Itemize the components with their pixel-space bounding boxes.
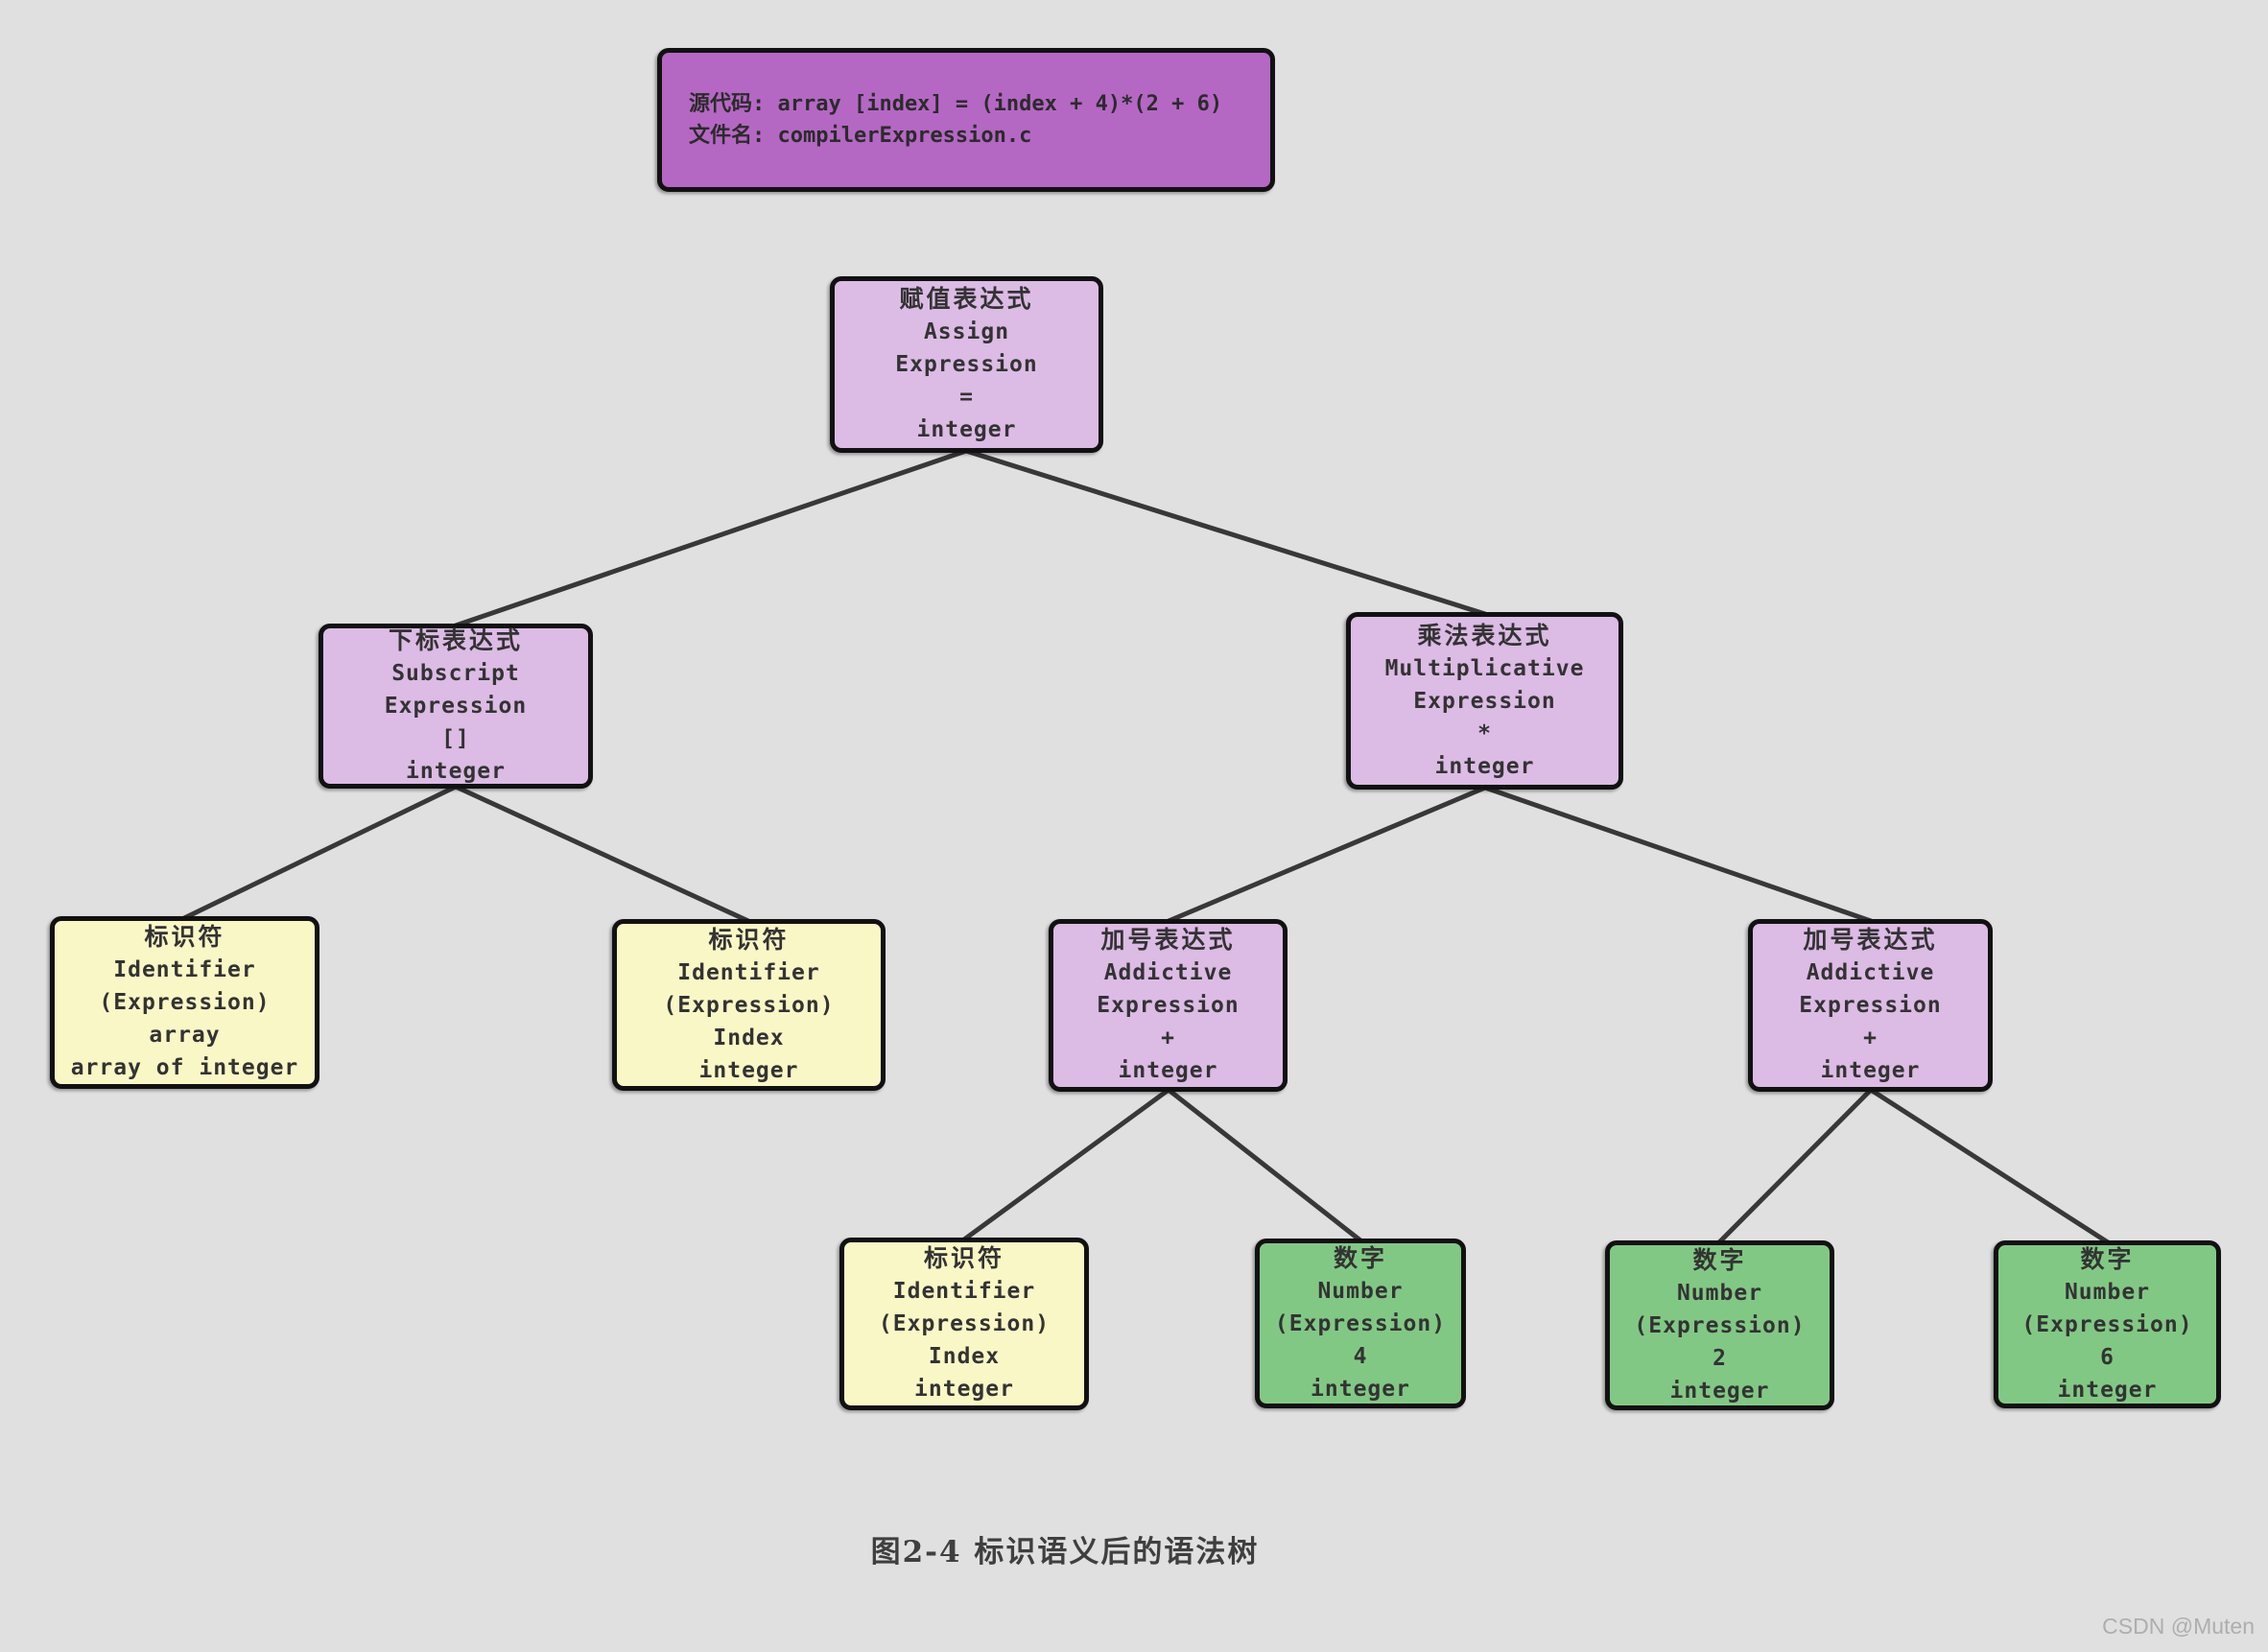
node-label-value: Index <box>928 1344 1001 1369</box>
node-identifier-index-child: 标识符 Identifier (Expression) Index intege… <box>839 1238 1089 1410</box>
node-label-kind: Expression <box>384 694 528 719</box>
node-label-value: Index <box>713 1025 785 1050</box>
node-label-datatype: integer <box>914 1377 1014 1402</box>
node-label-type: Number <box>1676 1280 1763 1306</box>
node-label-zh: 加号表达式 <box>1100 926 1236 954</box>
node-label-kind: (Expression) <box>663 992 835 1018</box>
node-label-type: Number <box>1317 1278 1404 1304</box>
node-label-zh: 数字 <box>1333 1243 1387 1272</box>
file-name-line: 文件名: compilerExpression.c <box>689 124 1032 148</box>
node-label-kind: (Expression) <box>1274 1310 1447 1336</box>
node-label-datatype: integer <box>698 1057 799 1083</box>
node-number-2: 数字 Number (Expression) 2 integer <box>1605 1240 1834 1410</box>
node-number-6: 数字 Number (Expression) 6 integer <box>1994 1240 2221 1408</box>
node-label-datatype: integer <box>1669 1378 1770 1404</box>
node-label-kind: Expression <box>1799 993 1942 1018</box>
node-label-datatype: integer <box>406 759 506 784</box>
node-label-type: Subscript <box>391 661 520 686</box>
node-label-kind: (Expression) <box>99 990 271 1015</box>
node-label-type: Identifier <box>113 957 256 982</box>
figure-caption: 图2-4 标识语义后的语法树 <box>870 1535 1260 1569</box>
node-label-datatype: integer <box>1118 1058 1218 1083</box>
node-label-operator: [] <box>441 726 470 751</box>
node-identifier-array: 标识符 Identifier (Expression) array array … <box>50 916 319 1089</box>
node-label-kind: (Expression) <box>2021 1311 2193 1337</box>
node-label-datatype: integer <box>1820 1058 1921 1083</box>
node-additive-expression-right: 加号表达式 Addictive Expression + integer <box>1748 919 1993 1092</box>
node-assign-expression: 赋值表达式 Assign Expression = integer <box>830 276 1103 453</box>
node-label-zh: 数字 <box>2080 1244 2135 1273</box>
node-label-type: Identifier <box>677 959 820 985</box>
node-label-operator: + <box>1161 1026 1175 1050</box>
node-label-type: Assign <box>923 319 1010 344</box>
node-label-datatype: integer <box>1311 1376 1410 1402</box>
node-label-operator: * <box>1477 720 1492 746</box>
node-label-kind: Expression <box>895 352 1038 377</box>
node-label-kind: (Expression) <box>1634 1312 1806 1338</box>
node-label-operator: = <box>959 385 974 410</box>
node-label-type: Addictive <box>1806 960 1935 985</box>
node-label-datatype: integer <box>916 417 1017 442</box>
node-label-datatype: integer <box>1434 753 1535 779</box>
node-label-zh: 标识符 <box>144 923 225 951</box>
watermark-text: CSDN @Muten <box>2102 1614 2255 1639</box>
node-label-kind: (Expression) <box>878 1311 1051 1336</box>
node-label-type: Number <box>2064 1279 2151 1305</box>
node-label-zh: 乘法表达式 <box>1417 621 1552 649</box>
node-label-zh: 数字 <box>1692 1245 1747 1274</box>
node-label-operator: + <box>1863 1026 1878 1050</box>
node-label-value: array <box>149 1023 221 1048</box>
source-code-box: 源代码: array [index] = (index + 4)*(2 + 6)… <box>657 48 1275 192</box>
node-label-kind: Expression <box>1097 993 1240 1018</box>
node-label-zh: 赋值表达式 <box>899 285 1034 313</box>
node-label-value: 4 <box>1353 1343 1368 1369</box>
node-label-type: Multiplicative <box>1384 655 1585 681</box>
node-label-zh: 加号表达式 <box>1803 926 1938 954</box>
node-label-kind: Expression <box>1413 688 1556 714</box>
node-multiplicative-expression: 乘法表达式 Multiplicative Expression * intege… <box>1346 612 1623 790</box>
node-label-datatype: integer <box>2057 1377 2158 1403</box>
node-label-value: 6 <box>2100 1344 2114 1370</box>
node-label-type: Addictive <box>1103 960 1233 985</box>
node-label-value: 2 <box>1713 1345 1727 1371</box>
node-label-zh: 下标表达式 <box>388 626 523 654</box>
node-label-type: Identifier <box>892 1279 1036 1304</box>
node-label-zh: 标识符 <box>923 1244 1004 1272</box>
node-number-4: 数字 Number (Expression) 4 integer <box>1255 1239 1466 1408</box>
node-identifier-index-left: 标识符 Identifier (Expression) Index intege… <box>612 919 886 1091</box>
node-label-datatype: array of integer <box>70 1055 299 1080</box>
node-label-zh: 标识符 <box>708 925 790 954</box>
node-subscript-expression: 下标表达式 Subscript Expression [] integer <box>319 624 593 789</box>
node-additive-expression-left: 加号表达式 Addictive Expression + integer <box>1049 919 1288 1092</box>
source-code-line: 源代码: array [index] = (index + 4)*(2 + 6) <box>689 92 1223 116</box>
